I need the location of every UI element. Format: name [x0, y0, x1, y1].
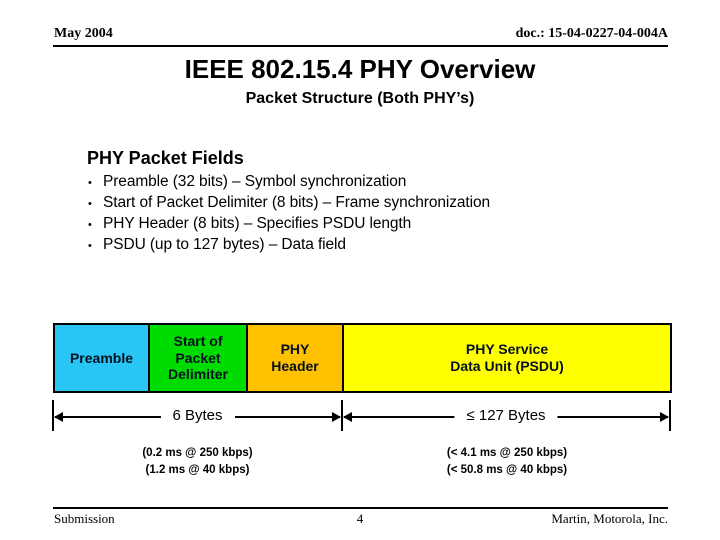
footer-submission: Submission: [54, 511, 115, 526]
arrowhead-right-icon: [332, 412, 341, 422]
packet-field-label: Preamble: [69, 349, 134, 366]
bullet-glyph: •: [88, 240, 92, 252]
packet-field-phy-header: PHY Header: [246, 323, 344, 393]
header-doc-number: doc.: 15-04-0227-04-004A: [515, 26, 668, 41]
bullet-glyph: •: [88, 198, 92, 210]
dimension-arrow-6-bytes: 6 Bytes: [54, 403, 341, 431]
arrowhead-right-icon: [660, 412, 669, 422]
bullet-list: • Preamble (32 bits) – Symbol synchroniz…: [88, 173, 490, 257]
dimension-arrow-127-bytes: ≤ 127 Bytes: [343, 403, 669, 431]
packet-field-psdu: PHY Service Data Unit (PSDU): [342, 323, 672, 393]
bullet-text: PSDU (up to 127 bytes) – Data field: [103, 236, 346, 253]
footer-page-number: 4: [356, 511, 364, 526]
timing-notes-header: (0.2 ms @ 250 kbps) (1.2 ms @ 40 kbps): [53, 445, 342, 479]
bullet-glyph: •: [88, 177, 92, 189]
dimension-tick-right: [669, 400, 671, 431]
timing-notes-psdu: (< 4.1 ms @ 250 kbps) (< 50.8 ms @ 40 kb…: [342, 445, 672, 479]
body-heading: PHY Packet Fields: [87, 148, 244, 168]
slide-title: IEEE 802.15.4 PHY Overview: [184, 54, 536, 84]
bullet-item: • PHY Header (8 bits) – Specifies PSDU l…: [88, 215, 490, 236]
bullet-item: • Start of Packet Delimiter (8 bits) – F…: [88, 194, 490, 215]
packet-field-label: PHY Header: [271, 341, 319, 374]
dimension-tick-left: [52, 400, 54, 431]
packet-field-label: PHY Service Data Unit (PSDU): [450, 341, 564, 374]
packet-field-label: Start of Packet Delimiter: [168, 333, 228, 383]
dimension-label: 6 Bytes: [160, 407, 235, 424]
header-rule: [53, 45, 668, 47]
footer-author: Martin, Motorola, Inc.: [551, 511, 668, 526]
packet-field-preamble: Preamble: [53, 323, 150, 393]
dimension-label: ≤ 127 Bytes: [454, 407, 558, 424]
timing-line: (< 50.8 ms @ 40 kbps): [446, 464, 568, 476]
slide-subtitle: Packet Structure (Both PHY’s): [245, 90, 475, 107]
timing-line: (1.2 ms @ 40 kbps): [145, 464, 250, 476]
arrowhead-left-icon: [343, 412, 352, 422]
bullet-glyph: •: [88, 219, 92, 231]
timing-line: (0.2 ms @ 250 kbps): [142, 447, 253, 459]
bullet-text: PHY Header (8 bits) – Specifies PSDU len…: [103, 215, 412, 232]
footer-rule: [53, 507, 668, 509]
bullet-text: Preamble (32 bits) – Symbol synchronizat…: [103, 173, 407, 190]
timing-line: (< 4.1 ms @ 250 kbps): [446, 447, 568, 459]
bullet-item: • PSDU (up to 127 bytes) – Data field: [88, 236, 490, 257]
dimension-tick-middle: [341, 400, 343, 431]
header-date: May 2004: [54, 26, 113, 41]
bullet-item: • Preamble (32 bits) – Symbol synchroniz…: [88, 173, 490, 194]
bullet-text: Start of Packet Delimiter (8 bits) – Fra…: [103, 194, 491, 211]
arrowhead-left-icon: [54, 412, 63, 422]
packet-field-start-of-packet-delimiter: Start of Packet Delimiter: [148, 323, 248, 393]
